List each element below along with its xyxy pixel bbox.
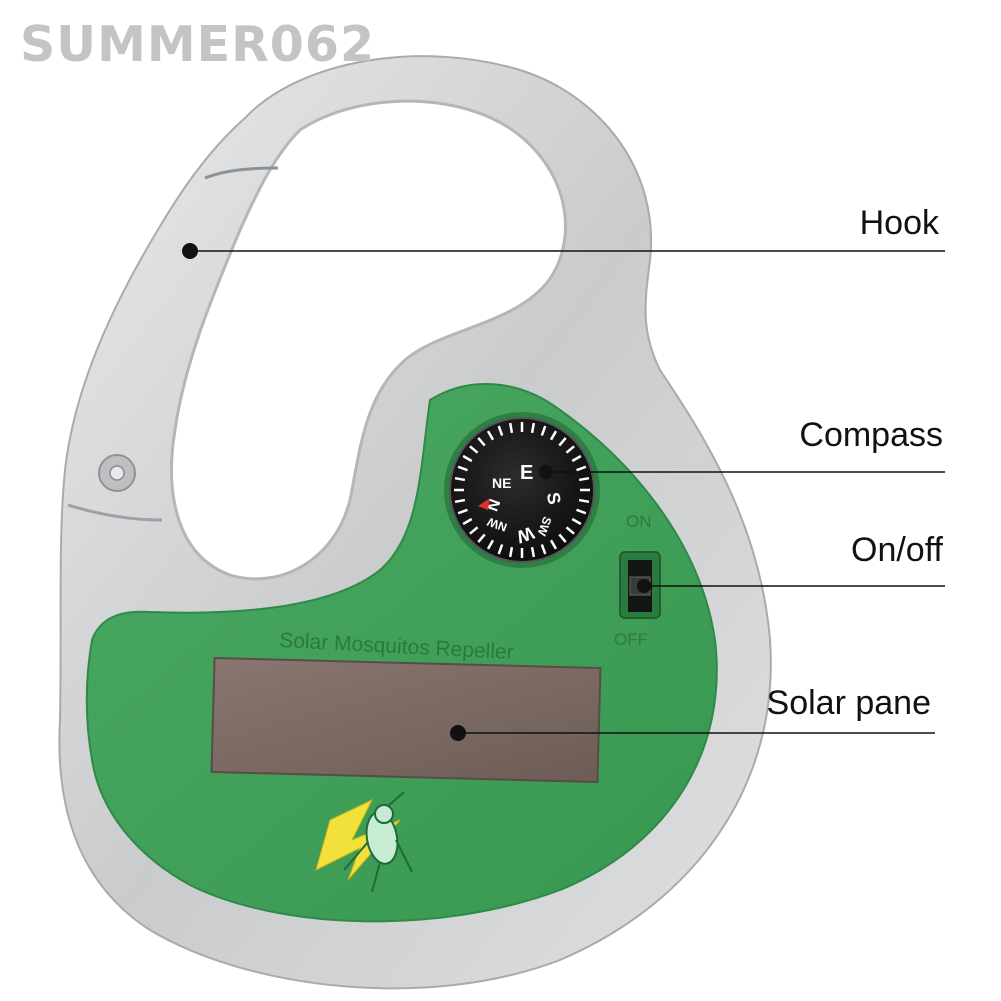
mosquito-mascot-icon [315,791,413,893]
compass-tick [454,498,466,504]
callout-solar [450,725,935,741]
compass-tick [497,544,504,555]
compass-tick [530,546,536,558]
compass-tick [486,539,495,550]
compass-tick [477,533,486,543]
compass-tick [565,445,575,454]
compass-tick [497,425,504,436]
compass: N NE E S SW W NW [444,412,600,568]
compass-tick [469,526,479,535]
compass-tick [508,422,514,434]
compass-tick [486,430,495,441]
compass-letter-sw: SW [534,515,554,539]
watermark: SUMMER062 [20,16,376,73]
compass-tick [530,422,536,434]
compass-tick [540,544,547,555]
callout-label-compass: Compass [799,416,943,454]
switch-on-label: ON [626,512,652,531]
compass-tick [508,546,514,558]
callout-onoff [637,579,945,593]
compass-tick [558,533,567,543]
compass-letter-ne: NE [492,475,511,491]
callout-label-solar-pane: Solar pane [766,684,931,722]
compass-letter-nw: NW [485,514,509,534]
hook-opening [170,99,567,581]
compass-tick [457,465,468,472]
callout-label-onoff: On/off [851,531,943,569]
compass-tick [576,465,587,472]
compass-tick [549,539,558,550]
compass-tick [454,476,466,482]
compass-tick [457,508,468,515]
compass-tick [540,425,547,436]
compass-letter-w: W [514,523,537,548]
compass-tick [462,517,473,526]
compass-tick [558,437,567,447]
compass-tick [571,517,582,526]
compass-letter-e: E [520,462,533,484]
callout-compass [539,465,945,479]
compass-tick [565,526,575,535]
compass-tick [477,437,486,447]
gate-seam [204,166,279,180]
callout-hook [182,243,945,259]
compass-tick [469,445,479,454]
compass-tick [571,454,582,463]
callout-label-hook: Hook [859,204,939,242]
gate-seam-lower [67,503,163,522]
compass-tick [462,454,473,463]
compass-tick [578,498,590,504]
compass-tick [576,508,587,515]
compass-tick [578,476,590,482]
compass-needle-icon [478,498,490,510]
switch-off-label: OFF [614,630,648,649]
compass-tick [549,430,558,441]
compass-letter-s: S [543,491,565,506]
solar-panel [210,656,602,784]
